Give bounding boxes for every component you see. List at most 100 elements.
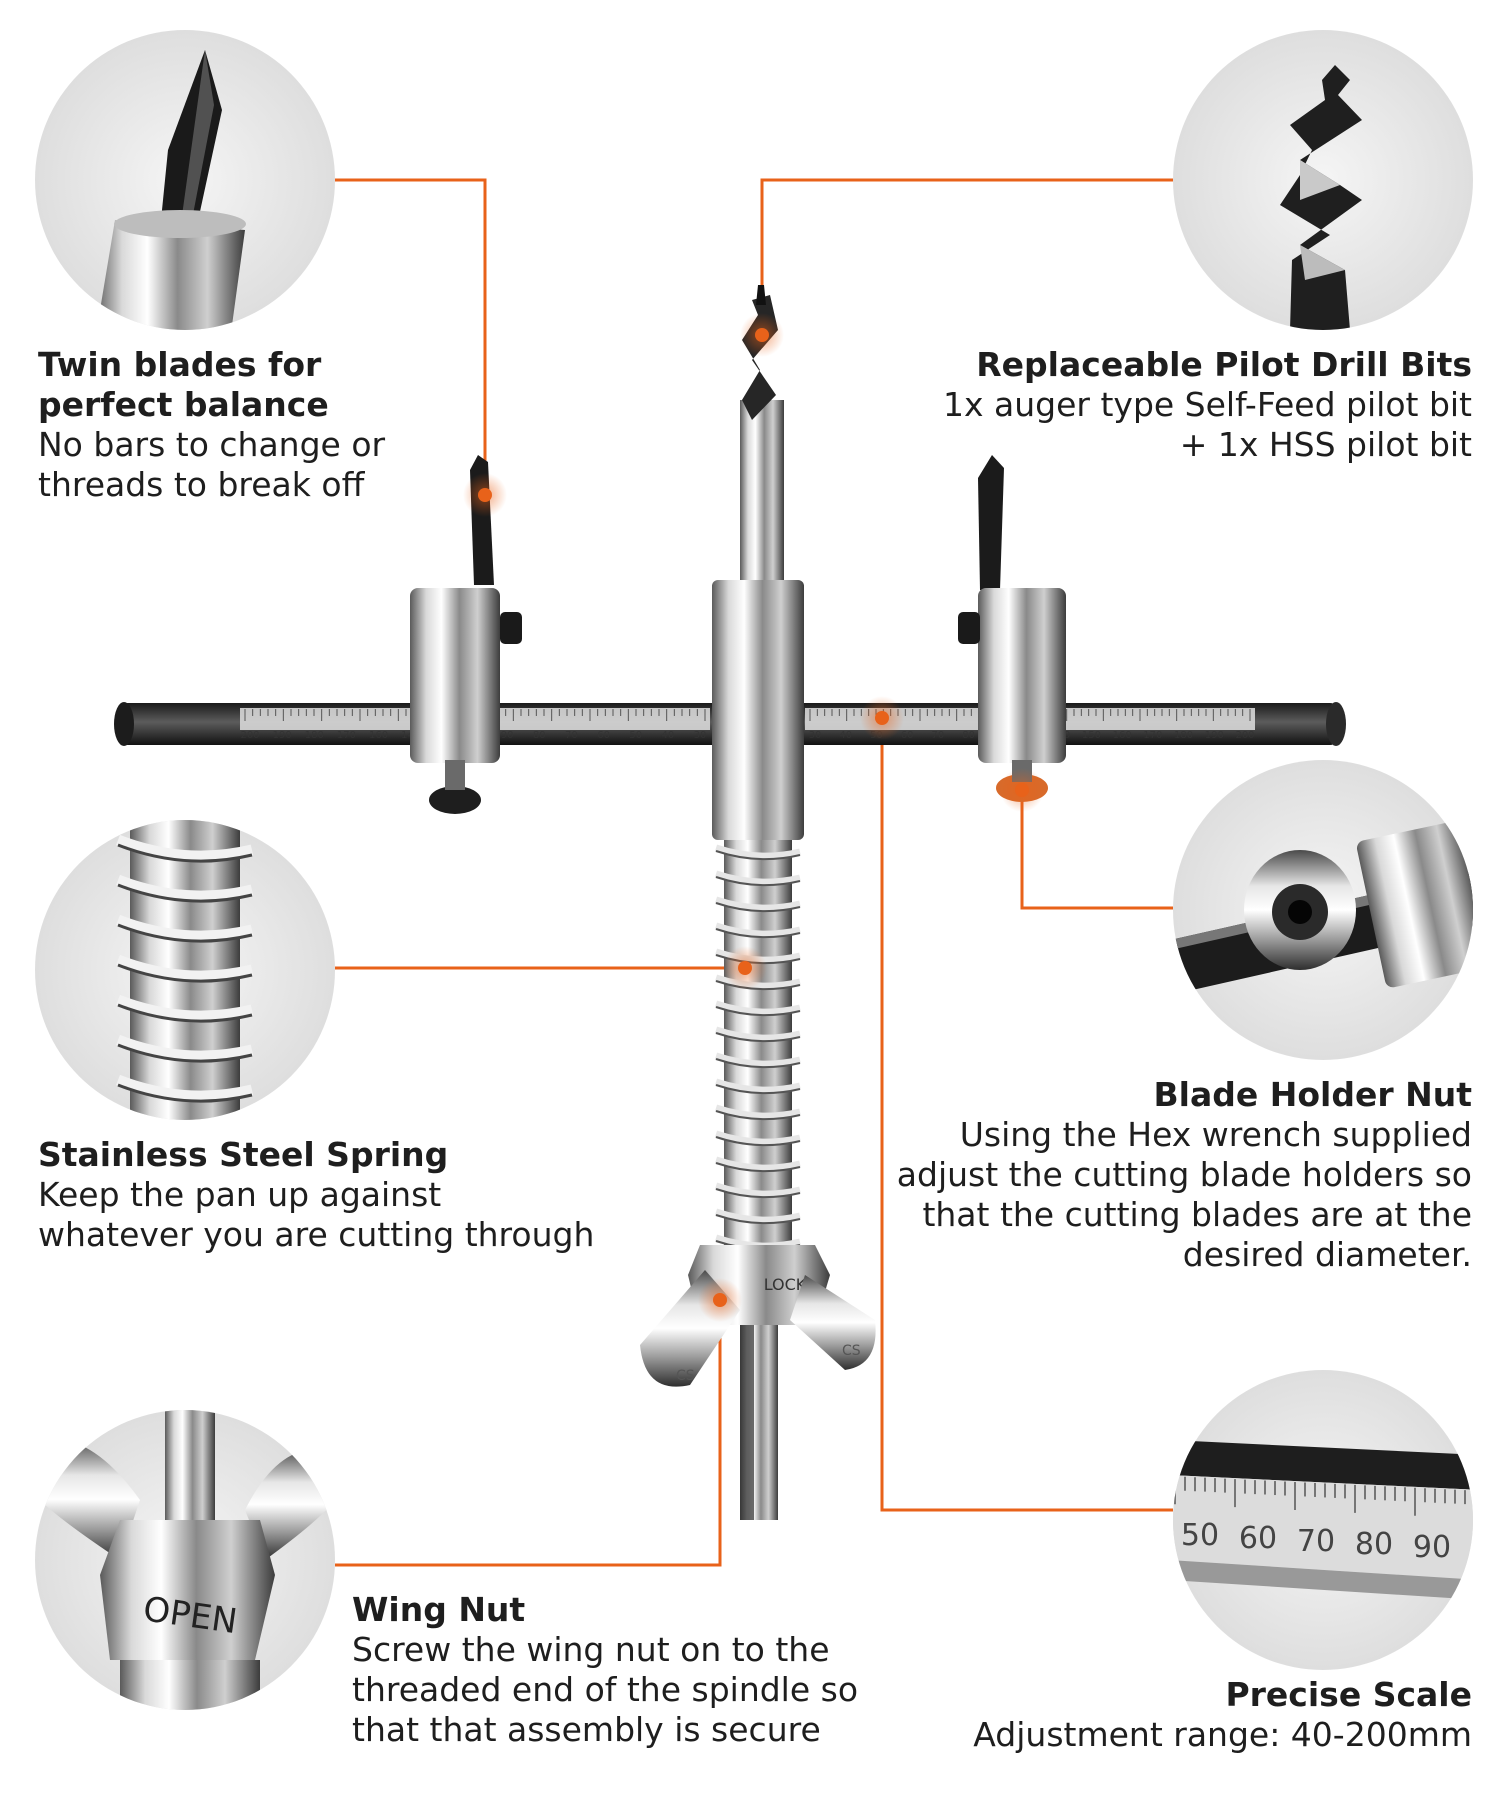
callout-pilot-bits-desc-2: + 1x HSS pilot bit — [1179, 425, 1472, 464]
scale-label: 90 — [501, 730, 514, 741]
inset-spring-coil-shadow — [117, 843, 253, 863]
callout-spring-title: Stainless Steel Spring — [38, 1135, 449, 1174]
spring-coil — [714, 1052, 801, 1068]
callout-holder-nut-desc-4: desired diameter. — [1182, 1235, 1472, 1274]
spring-coil — [714, 1208, 801, 1224]
callout-spring: Stainless Steel Spring Keep the pan up a… — [38, 1135, 598, 1255]
marker-pilot-dot — [755, 328, 769, 342]
spring-coil-shadow — [715, 928, 801, 939]
spring-coil — [714, 1000, 801, 1016]
collar-mark: LOCK — [764, 1275, 807, 1294]
marker-blade-dot — [478, 488, 492, 502]
callout-holder-nut-desc-1: Using the Hex wrench supplied — [959, 1115, 1472, 1154]
spring-coil — [714, 1156, 801, 1172]
inset-scale-number: 50 — [1181, 1518, 1219, 1553]
inset-spring-coil-shadow — [117, 963, 253, 983]
inset-wing-shaft — [165, 1410, 215, 1520]
callout-wing-nut-desc-3: that that assembly is secure — [352, 1710, 821, 1749]
scale-label: 150 — [1082, 730, 1101, 741]
scale-label: 190 — [273, 730, 292, 741]
inset-holder-nut-detail — [1173, 760, 1473, 1060]
callout-twin-blades-desc-2: threads to break off — [38, 465, 365, 504]
spring-coil-shadow — [715, 1162, 801, 1173]
scale-label: 160 — [369, 730, 388, 741]
hex-shank-shadow — [740, 1325, 754, 1520]
spring-coil-shadow — [715, 1214, 801, 1225]
callout-pilot-bits-desc-1: 1x auger type Self-Feed pilot bit — [943, 385, 1472, 424]
leader-wing — [335, 1300, 722, 1567]
scale-label: 40 — [661, 730, 674, 741]
scale-label: 60 — [901, 730, 914, 741]
marker-spring-dot — [738, 961, 752, 975]
inset-wing-hex — [100, 1520, 275, 1660]
inset-blade-holder — [95, 220, 245, 330]
scale-label: 70 — [565, 730, 578, 741]
inset-spring-coil — [116, 1074, 254, 1102]
callout-holder-nut: Blade Holder Nut Using the Hex wrench su… — [880, 1075, 1472, 1275]
spring-coil — [714, 1130, 801, 1146]
inset-pilot-bit-detail — [1173, 30, 1473, 330]
inset-scale-ticks — [1174, 1476, 1466, 1516]
callout-twin-blades-title-1: Twin blades for — [38, 345, 322, 384]
inset-spring-coil-shadow — [117, 1083, 253, 1103]
wing-right — [790, 1275, 876, 1370]
spring-coil — [714, 896, 801, 912]
scale-label: 180 — [305, 730, 324, 741]
callout-wing-nut: Wing Nut Screw the wing nut on to the th… — [352, 1590, 892, 1750]
leader-nut — [1020, 790, 1173, 910]
scale-label: 70 — [931, 730, 944, 741]
callout-precise-scale: Precise Scale Adjustment range: 40-200mm — [900, 1675, 1472, 1755]
wing-right-mark: CS — [842, 1343, 861, 1359]
highlight-markers — [463, 313, 1044, 1322]
marker-wing-dot — [713, 1293, 727, 1307]
bar-end-cap-left — [114, 702, 134, 746]
inset-spring-coil-shadow — [117, 1043, 253, 1063]
spring-coil-shadow — [715, 1084, 801, 1095]
inset-spring-coil — [116, 874, 254, 902]
inset-spring-coil-shadow — [117, 923, 253, 943]
spring-coil — [714, 1182, 801, 1198]
callout-wing-nut-desc-2: threaded end of the spindle so — [352, 1670, 859, 1709]
spring-coil-shadow — [715, 1110, 801, 1121]
callout-precise-scale-title: Precise Scale — [1225, 1675, 1472, 1714]
scale-label: 80 — [533, 730, 546, 741]
scale-label: 60 — [597, 730, 610, 741]
spring-coil — [714, 922, 801, 938]
inset-scale-number: 70 — [1297, 1524, 1335, 1559]
scale-label: 180 — [1174, 730, 1193, 741]
wing-left-mark: CS — [676, 1368, 695, 1384]
spring-coil — [714, 870, 801, 886]
left-blade-holder — [410, 588, 500, 763]
marker-nut-dot — [1015, 783, 1029, 797]
scale-label: 50 — [629, 730, 642, 741]
spring-coil-shadow — [715, 1058, 801, 1069]
spring-coil-shadow — [715, 876, 801, 887]
spring-coil-shadow — [715, 1136, 801, 1147]
callout-twin-blades: Twin blades for perfect balance No bars … — [38, 345, 478, 505]
leader-lines — [335, 178, 1173, 1567]
left-holder-nut-stem — [445, 760, 465, 790]
right-blade-holder — [978, 588, 1066, 763]
inset-auger-bit — [1280, 65, 1362, 330]
spring-coil-shadow — [715, 1188, 801, 1199]
circle-cutter-tool: 20019018017016014013010090807060504030 3… — [114, 285, 1346, 1520]
callout-holder-nut-desc-2: adjust the cutting blade holders so — [896, 1155, 1472, 1194]
callout-holder-nut-title: Blade Holder Nut — [1153, 1075, 1472, 1114]
inset-spring-coil — [116, 1034, 254, 1062]
scale-label: 160 — [1113, 730, 1132, 741]
callout-pilot-bits-title: Replaceable Pilot Drill Bits — [976, 345, 1472, 384]
spring-coil — [714, 844, 801, 860]
pilot-bit-shank — [740, 400, 784, 590]
scale-label: 30 — [809, 730, 822, 741]
scale-label: 40 — [839, 730, 852, 741]
inset-spring-detail — [35, 820, 335, 1120]
spring-coil-shadow — [715, 902, 801, 913]
scale-label: 200 — [240, 730, 259, 741]
left-holder-nut — [429, 786, 481, 814]
scale-label: 170 — [1143, 730, 1162, 741]
inset-spring-coil — [116, 834, 254, 862]
leader-pilot — [760, 178, 1173, 335]
